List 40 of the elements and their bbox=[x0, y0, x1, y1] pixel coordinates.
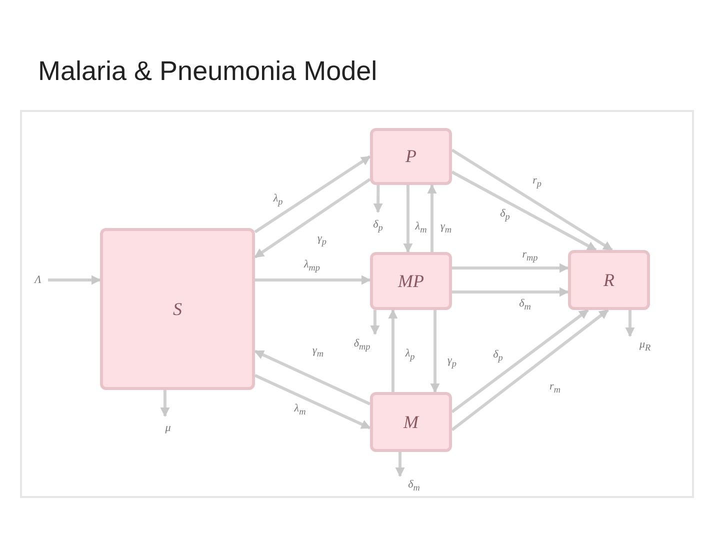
edge-label: λ$_{mp}$ bbox=[303, 258, 321, 274]
arrow bbox=[430, 310, 440, 393]
arrow bbox=[452, 263, 569, 273]
compartment-label: R bbox=[604, 270, 614, 290]
compartment-box bbox=[370, 392, 452, 452]
arrow bbox=[373, 184, 383, 213]
edge-label: δ$_{p}$ bbox=[492, 348, 504, 364]
edge-label: δ$_{p}$ bbox=[499, 207, 511, 223]
edge-label: δ$_{mp}$ bbox=[352, 337, 372, 353]
arrow bbox=[403, 185, 413, 253]
edge-label: Λ bbox=[34, 274, 42, 286]
edge-label: λ$_{p}$ bbox=[272, 192, 284, 208]
arrow bbox=[254, 350, 371, 406]
edge-label: δ$_{p}$ bbox=[372, 218, 384, 234]
arrow bbox=[254, 374, 371, 430]
arrow bbox=[255, 275, 371, 285]
compartment-label: M bbox=[404, 412, 418, 432]
edge-label: λ$_{p}$ bbox=[404, 347, 416, 363]
compartment-box bbox=[568, 250, 650, 310]
compartment-label: MP bbox=[398, 270, 424, 292]
compartment-box bbox=[370, 252, 452, 310]
arrow bbox=[254, 178, 371, 258]
arrow bbox=[451, 148, 613, 252]
compartment-label: S bbox=[173, 298, 182, 320]
arrow bbox=[451, 308, 609, 432]
arrow bbox=[427, 184, 437, 252]
arrow bbox=[452, 287, 569, 297]
arrow bbox=[160, 390, 170, 417]
arrow bbox=[451, 308, 589, 414]
arrow bbox=[625, 310, 635, 337]
compartment-box bbox=[370, 128, 452, 185]
diagram-title: Malaria & Pneumonia Model bbox=[38, 56, 378, 87]
arrow bbox=[451, 170, 597, 252]
arrow bbox=[370, 310, 380, 335]
compartment-label: P bbox=[406, 146, 416, 167]
arrow bbox=[388, 309, 398, 392]
arrow bbox=[48, 275, 101, 285]
compartment-box bbox=[100, 228, 255, 390]
arrow bbox=[254, 155, 371, 234]
arrow bbox=[395, 452, 405, 477]
